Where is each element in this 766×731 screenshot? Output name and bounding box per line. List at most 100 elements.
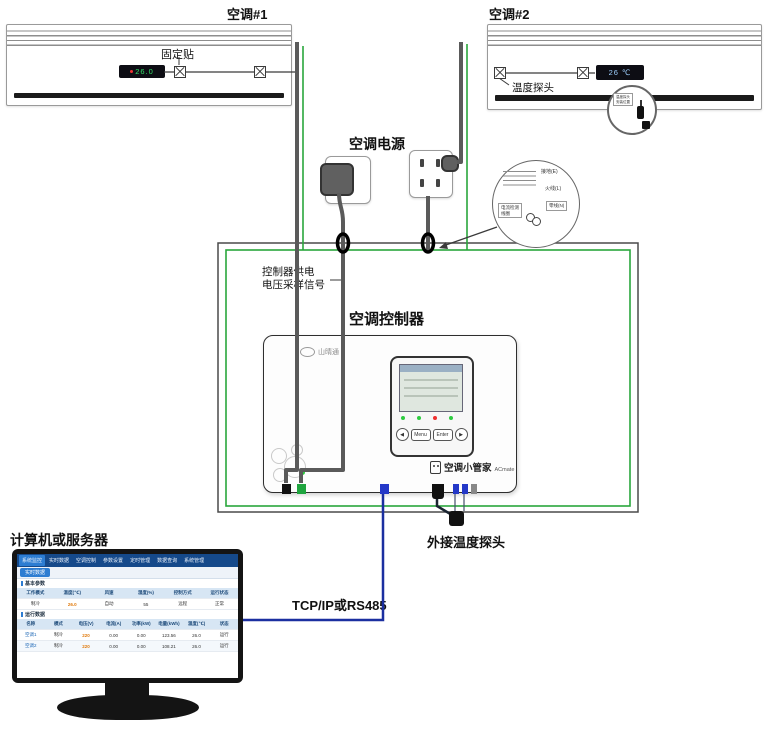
- current-coil-icon: [420, 232, 436, 254]
- ac1-air-outlet: [14, 93, 284, 98]
- monitor-nav-item[interactable]: 数据查询: [157, 558, 178, 564]
- port-probe-plug: [432, 484, 444, 499]
- power-outlet-2: [409, 150, 453, 198]
- brand-name-en: ACmate: [494, 467, 515, 473]
- logo-oval-icon: [300, 347, 315, 357]
- mascot-icon: [430, 461, 441, 474]
- mount-ring-icon: [273, 468, 287, 482]
- controller-display-module: ◀ Menu Enter ▶: [390, 356, 474, 457]
- led-green: [401, 416, 405, 420]
- brand-name-cn: 空调小管家: [444, 463, 492, 474]
- mount-ring-icon: [291, 444, 303, 456]
- port-blue-comm: [380, 484, 389, 494]
- probe-magnifier-callout: 温度探头 安装位置: [607, 85, 657, 135]
- external-probe-icon: [449, 511, 464, 526]
- controller-title: 空调控制器: [349, 311, 425, 328]
- probe-body-icon: [637, 106, 644, 119]
- ac2-temp-readout: 26 ℃: [608, 68, 632, 77]
- outlet-slot: [420, 159, 424, 167]
- wire-clip-icon: [494, 67, 506, 79]
- logo-text: 山晴通: [318, 349, 339, 356]
- ac-unit-1: 26.0: [6, 24, 292, 106]
- ground-label: 接地(E): [541, 169, 558, 175]
- monitor: 系统监控实时数据空调控制参数设置定时管理数据查询系统管理 实时数据 基本参数 工…: [12, 549, 243, 683]
- probe-wire: [640, 100, 642, 107]
- led-green: [417, 416, 421, 420]
- ac2-display: 26 ℃: [596, 65, 644, 80]
- port-green: [297, 484, 306, 494]
- monitor-section-1: 基本参数: [17, 579, 238, 588]
- monitor-subbar: 实时数据: [17, 567, 238, 579]
- wire-clip-icon: [174, 66, 186, 78]
- ac1-power-led: [130, 70, 134, 73]
- lcd-line: [404, 395, 458, 397]
- outlet-slot: [436, 159, 440, 167]
- callout-arrow: [442, 226, 498, 247]
- port-small-gray: [471, 484, 477, 494]
- port-small-blue: [453, 484, 459, 494]
- outlet-slot: [436, 179, 440, 187]
- monitor-stand-neck: [105, 682, 149, 699]
- wire-clip-icon: [254, 66, 266, 78]
- ct-coil-icon: [532, 217, 541, 226]
- temp-probe-label: 温度探头: [511, 80, 555, 95]
- monitor-nav-item[interactable]: 系统管理: [184, 558, 205, 564]
- status-leds: [401, 416, 463, 420]
- ac1-display: 26.0: [119, 65, 165, 78]
- menu-button[interactable]: Menu: [410, 428, 431, 441]
- controller-lcd-screen: [399, 364, 463, 412]
- power-plug-1: [320, 163, 354, 196]
- monitor-nav-item[interactable]: 系统监控: [19, 555, 46, 566]
- ac2-vent-grille: [488, 27, 761, 47]
- tcp-label: TCP/IP或RS485: [290, 595, 389, 614]
- led-red: [433, 416, 437, 420]
- lcd-line: [404, 387, 458, 389]
- monitor-nav: 系统监控实时数据空调控制参数设置定时管理数据查询系统管理: [17, 554, 238, 567]
- prev-button[interactable]: ◀: [395, 428, 409, 441]
- table-header-row: 工作模式温度(℃)风速湿度(%)控制方式运行状态: [17, 588, 238, 599]
- ext-probe-leads: [454, 493, 465, 511]
- port-black: [282, 484, 291, 494]
- ac-power-label: 空调电源: [349, 136, 405, 152]
- next-button[interactable]: ▶: [454, 428, 468, 441]
- lcd-header: [400, 365, 462, 372]
- ct-coil-label: 电流检测 线圈: [498, 203, 522, 218]
- fixed-sticker-label: 固定贴: [160, 46, 195, 62]
- supply-label: 控制器供电 电压采样信号: [262, 266, 325, 291]
- monitor-section-2: 运行数据: [17, 610, 238, 619]
- wire-clip-icon: [577, 67, 589, 79]
- monitor-subnav-pill[interactable]: 实时数据: [20, 568, 51, 577]
- status-dot: [300, 470, 305, 475]
- ac1-vent-grille: [7, 27, 291, 47]
- ac1-title: 空调#1: [227, 7, 268, 22]
- callout-arrowhead: [439, 242, 448, 249]
- controller-buttons: ◀ Menu Enter ▶: [395, 428, 468, 441]
- monitor-nav-item[interactable]: 参数设置: [103, 558, 124, 564]
- outlet-slot: [420, 179, 424, 187]
- computer-title: 计算机或服务器: [10, 532, 108, 548]
- led-green: [449, 416, 453, 420]
- lcd-line: [404, 379, 458, 381]
- ac1-temp-readout: 26.0: [135, 67, 154, 76]
- power-plug-2: [441, 155, 459, 172]
- monitor-nav-item[interactable]: 实时数据: [49, 558, 70, 564]
- port-small-blue: [462, 484, 468, 494]
- enter-button[interactable]: Enter: [432, 428, 453, 441]
- wiring-detail-callout: 接地(E) 火线(L) 零线(N) 电流检测 线圈: [492, 160, 580, 248]
- ac2-title: 空调#2: [489, 7, 530, 22]
- monitor-nav-item[interactable]: 定时管理: [130, 558, 151, 564]
- probe-tip-icon: [642, 121, 650, 129]
- monitor-nav-item[interactable]: 空调控制: [76, 558, 97, 564]
- ac-controller: 山晴通 ◀ Menu Enter ▶ 空调: [263, 335, 517, 499]
- brand-logo: 山晴通: [300, 347, 339, 357]
- monitor-stand-base: [57, 695, 199, 720]
- neutral-label: 零线(N): [546, 201, 568, 211]
- wallplate-stripes: [503, 171, 536, 188]
- probe-note: 温度探头 安装位置: [613, 93, 633, 106]
